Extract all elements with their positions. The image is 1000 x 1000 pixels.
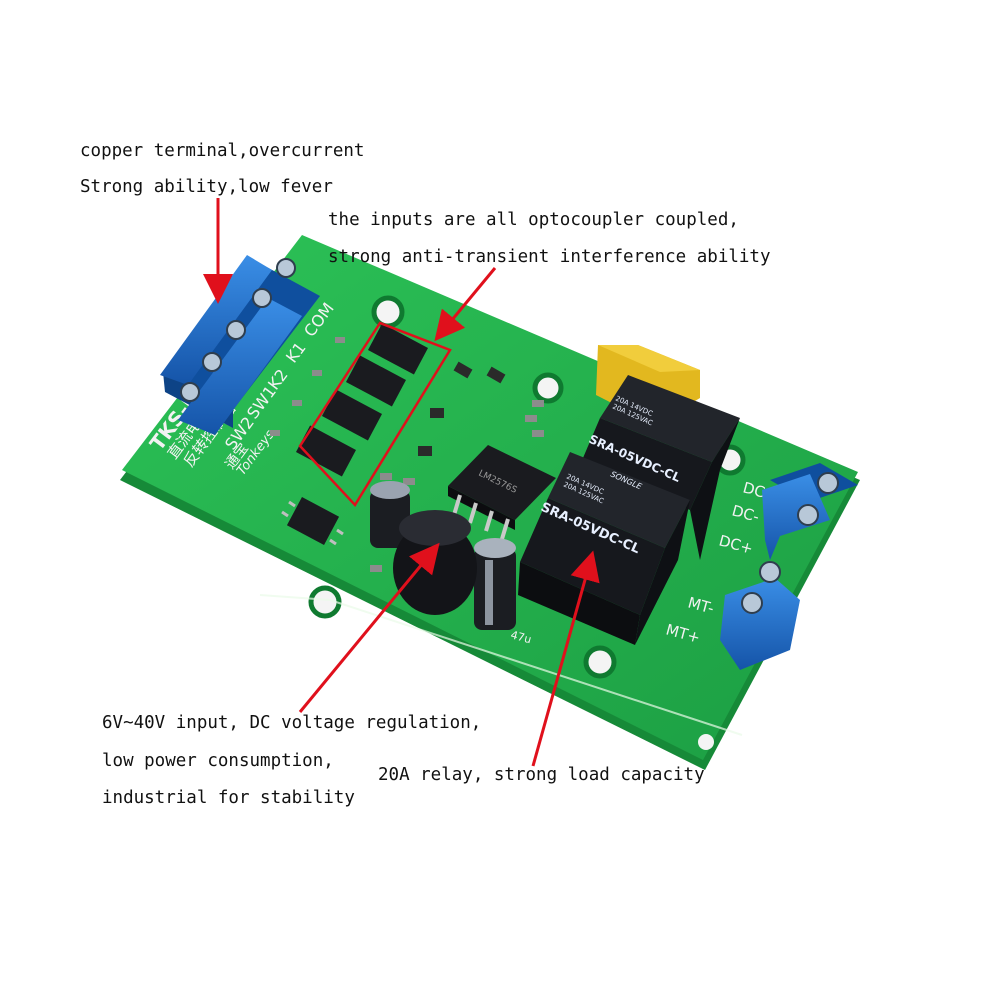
inductor-value: 47u bbox=[509, 628, 533, 646]
output-terminal-block bbox=[720, 463, 858, 670]
callout-opto-line2: strong anti-transient interference abili… bbox=[328, 247, 771, 267]
arrow-regulator bbox=[298, 542, 440, 713]
input-terminal-block bbox=[160, 255, 320, 435]
callout-arrows bbox=[203, 198, 600, 767]
arrow-relay bbox=[531, 550, 600, 767]
callout-power-line3: industrial for stability bbox=[102, 788, 355, 808]
optocoupler-array bbox=[296, 321, 452, 508]
callout-opto-line1: the inputs are all optocoupler coupled, bbox=[328, 210, 739, 230]
arrow-optocoupler bbox=[434, 267, 497, 342]
callout-power-line1: 6V~40V input, DC voltage regulation, bbox=[102, 713, 481, 733]
smd-components bbox=[270, 337, 544, 572]
u2-chip bbox=[281, 497, 344, 546]
callout-terminal-line1: copper terminal,overcurrent bbox=[80, 141, 364, 161]
callout-power-line2: low power consumption, bbox=[102, 751, 334, 771]
callouts: copper terminal,overcurrent Strong abili… bbox=[80, 141, 771, 808]
callout-terminal-line2: Strong ability,low fever bbox=[80, 177, 333, 197]
regulator-u1: LM2576S bbox=[448, 445, 556, 540]
callout-relay-line1: 20A relay, strong load capacity bbox=[378, 765, 705, 785]
relay-1: SRA-05VDC-CL 20A 14VDC 20A 125VAC bbox=[580, 375, 740, 560]
